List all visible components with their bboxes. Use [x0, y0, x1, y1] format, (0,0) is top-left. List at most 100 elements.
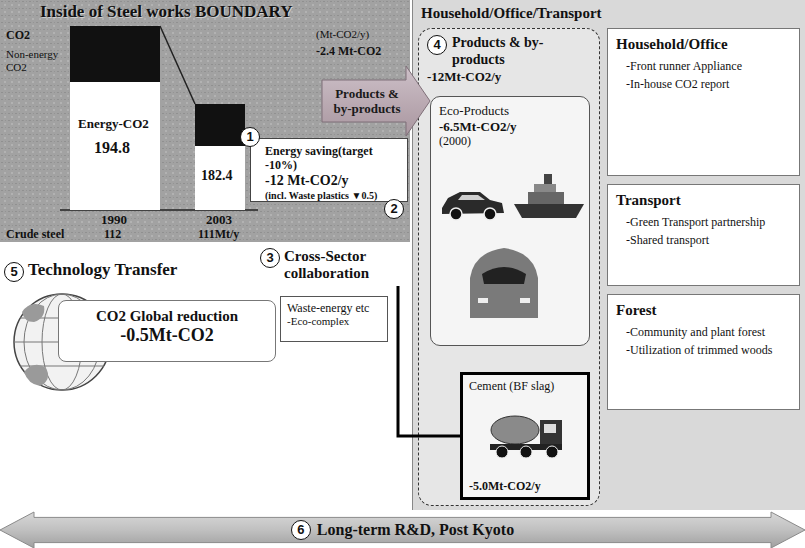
global-reduction-box: CO2 Global reduction-0.5Mt-CO2: [58, 300, 276, 362]
waste-energy-box: Waste-energy etc-Eco-complex: [280, 296, 388, 342]
year-label: 2003: [206, 212, 232, 228]
label-holder: 111Mt/y: [198, 227, 239, 241]
connector-line: [398, 286, 460, 436]
section-heading: Cross-Sector collaboration: [284, 248, 408, 282]
long-term-band: 6Long-term R&D, Post Kyoto: [0, 512, 805, 548]
row-value: 111Mt/y: [198, 227, 239, 241]
truck-window: [544, 424, 556, 433]
box-heading: Energy saving(target -10%): [265, 144, 401, 173]
car-wheel: [450, 208, 462, 220]
ship-hull: [514, 204, 584, 218]
box-note: (incl. Waste plastics ▼0.5): [265, 190, 401, 202]
callout-number: 3: [260, 248, 280, 268]
truck-wheel: [546, 446, 558, 458]
train-window: [482, 267, 526, 284]
label-holder: 1990: [101, 212, 127, 228]
chart-baseline: [60, 209, 258, 211]
unit-label: (Mt-CO2/y): [316, 28, 369, 41]
arrow-label: Products & by-products: [328, 86, 406, 116]
box-heading: Forest: [616, 301, 791, 319]
callout-number: 5: [4, 262, 24, 282]
section-heading: Technology Transfer: [28, 260, 177, 280]
ship-funnel: [544, 174, 552, 184]
box-item: -Green Transport partnership: [616, 215, 791, 229]
box-value: -5.0Mt-CO2/y: [469, 479, 581, 493]
truck-wheel: [520, 446, 532, 458]
car-icon: [442, 192, 504, 220]
box-item: -Shared transport: [616, 233, 791, 247]
sector-panel: Household/Office/Transport 4Products & by…: [412, 0, 805, 510]
group-heading: Products & by-products: [427, 35, 591, 69]
bar-value: 182.4: [201, 168, 233, 185]
year-label: 1990: [101, 212, 127, 228]
truck-cab: [540, 420, 562, 446]
bar-segment: [195, 146, 245, 210]
train-light: [478, 298, 488, 303]
label-holder: Non-energy CO2: [6, 48, 66, 74]
sector-box: Transport -Green Transport partnership -Sh…: [607, 184, 800, 286]
box-item: -Utilization of trimmed woods: [616, 343, 791, 357]
dashed-group: 4Products & by-products-12Mt-CO2/yEco-Pr…: [418, 28, 600, 506]
label-holder: 2: [384, 199, 404, 219]
bar-value: 194.8: [94, 138, 130, 157]
bar-segment: [195, 104, 245, 146]
region-title: Inside of Steel works BOUNDARY: [40, 2, 410, 22]
group-value: -12Mt-CO2/y: [427, 69, 591, 85]
train-icon: [470, 248, 538, 318]
shape-outline: [322, 66, 430, 136]
axis-label: CO2: [6, 28, 30, 42]
sector-box: Forest -Community and plant forest -Utiliz…: [607, 294, 800, 410]
bar-label: Energy-CO2: [78, 116, 149, 132]
box-item: -Community and plant forest: [616, 325, 791, 339]
callout-number: 2: [384, 199, 404, 219]
globe-land: [24, 365, 48, 386]
box-heading: Cement (BF slag): [469, 379, 581, 393]
label-holder: Energy-CO2: [78, 116, 149, 132]
bar-segment: [70, 26, 160, 82]
box-heading: Waste-energy etc: [287, 301, 381, 315]
block-arrow: Products & by-products: [322, 66, 430, 136]
row-label: Crude steel: [6, 227, 64, 241]
bar-segment: [70, 82, 160, 210]
box-item: -Front runner Appliance: [616, 59, 791, 73]
box-item: -In-house CO2 report: [616, 77, 791, 91]
truck-drum: [491, 416, 539, 444]
cement-box: Cement (BF slag) -5.0Mt-CO2/y: [460, 372, 590, 500]
shape-outline: [0, 512, 805, 548]
label-holder: (Mt-CO2/y): [316, 28, 369, 41]
box-value: -6.5Mt-CO2/y: [439, 119, 581, 135]
ship-deck: [528, 192, 564, 204]
label-holder: 1: [240, 127, 260, 147]
eco-products-box: Eco-Products-6.5Mt-CO2/y(2000): [430, 96, 590, 346]
ship-icon: [514, 174, 584, 218]
box-heading: Transport: [616, 191, 791, 209]
label-holder: 2003: [206, 212, 232, 228]
mixer-truck-icon: [490, 416, 562, 458]
globe-parallel: [20, 366, 104, 367]
cross-sector-heading: 3Cross-Sector collaboration: [258, 246, 412, 286]
change-label: -2.4 Mt-CO2: [316, 44, 381, 58]
row-value: 112: [104, 227, 121, 241]
car-window: [458, 195, 485, 200]
sector-box: Household/Office-Front runner Appliance-…: [607, 28, 800, 176]
box-heading: CO2 Global reduction: [67, 307, 267, 325]
ship-bridge: [534, 184, 556, 192]
box-note: (2000): [439, 134, 581, 148]
box-item: -Eco-complex: [287, 315, 381, 328]
trend-line: [160, 26, 195, 104]
label-holder: 112: [104, 227, 121, 241]
callout-number: 1: [240, 127, 260, 147]
label-holder: CO2: [6, 28, 30, 42]
box-value: -0.5Mt-CO2: [67, 325, 267, 347]
label-holder: 194.8: [94, 138, 130, 157]
label-holder: 5: [4, 262, 24, 282]
box-value: -12 Mt-CO2/y: [265, 173, 401, 190]
label-holder: Technology Transfer: [28, 260, 177, 280]
truck-wheel: [496, 446, 508, 458]
car-body: [442, 192, 504, 214]
panel-title: Household/Office/Transport: [421, 4, 805, 22]
label-holder: 182.4: [201, 168, 233, 185]
bar-label: Non-energy CO2: [6, 48, 66, 74]
truck-chassis: [490, 444, 562, 450]
box-heading: Eco-Products: [439, 103, 581, 119]
